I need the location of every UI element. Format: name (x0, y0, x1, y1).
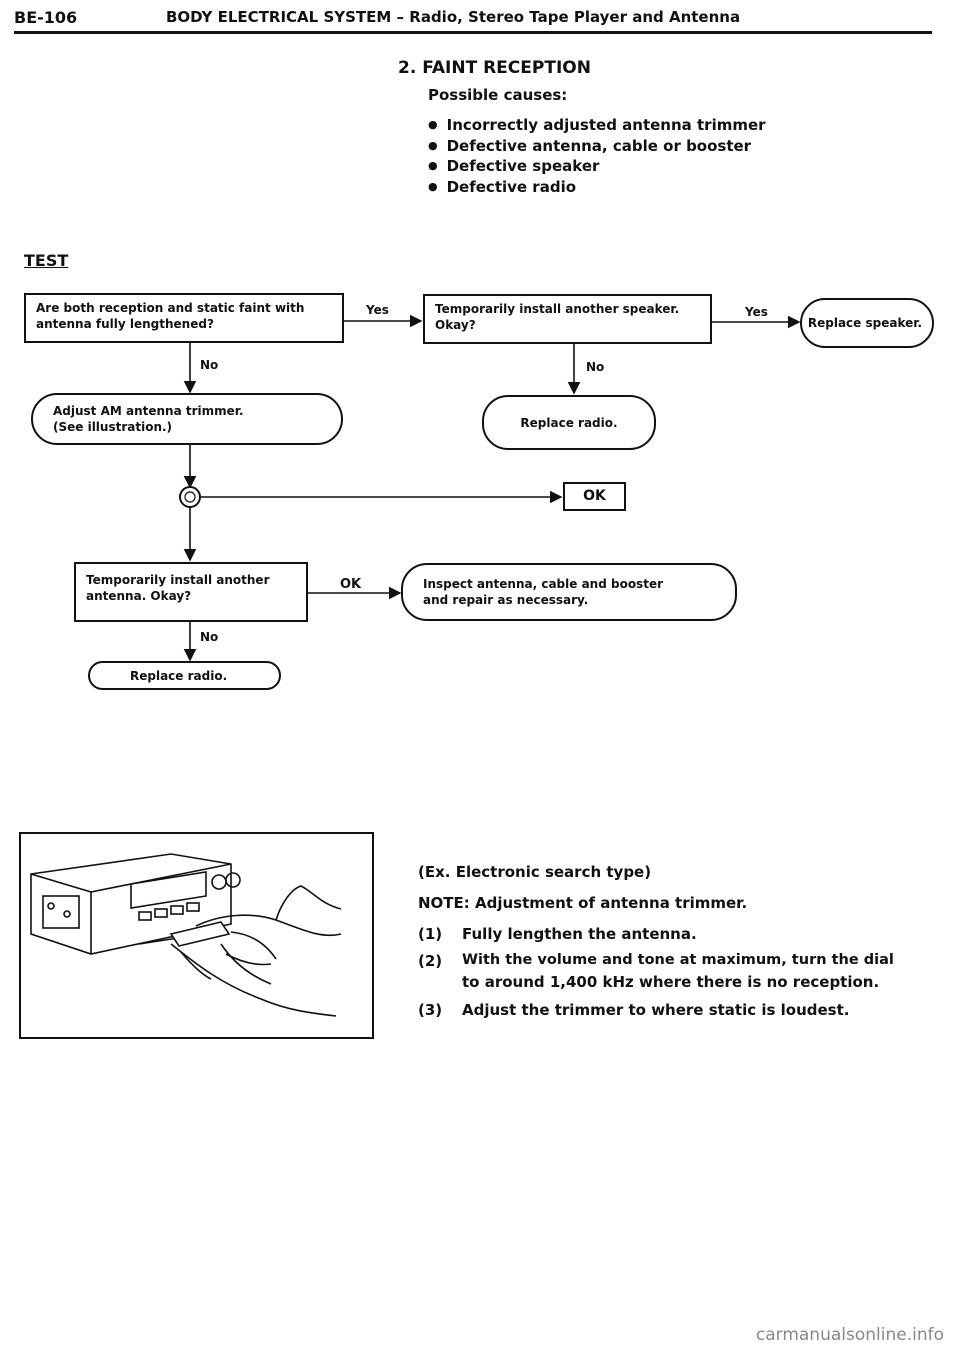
adjust-line-2: (See illustration.) (53, 420, 173, 434)
trimmer-adjustment-illustration (19, 832, 374, 1039)
inspect-line-2: and repair as necessary. (423, 593, 589, 607)
header-rule (14, 31, 932, 34)
page-header-title: BODY ELECTRICAL SYSTEM – Radio, Stereo T… (166, 8, 741, 26)
cause-item: Incorrectly adjusted antenna trimmer (428, 116, 766, 137)
cause-text: Defective radio (446, 177, 577, 196)
note-step-1-number: (1) (418, 925, 443, 943)
q3-line-1: Temporarily install another (86, 573, 270, 587)
ok-box: OK (563, 482, 626, 511)
label-yes-1: Yes (366, 303, 389, 317)
flowchart-connectors (179, 314, 801, 662)
note-step-3-number: (3) (418, 1001, 443, 1019)
label-no-2: No (586, 360, 605, 374)
q3-install-antenna-box: Temporarily install another antenna. Oka… (74, 562, 308, 622)
note-step-2-line-2: to around 1,400 kHz where there is no re… (462, 973, 880, 991)
label-no-3: No (200, 630, 219, 644)
cause-item: Defective radio (428, 178, 766, 199)
note-example-type: (Ex. Electronic search type) (418, 863, 652, 881)
cause-item: Defective antenna, cable or booster (428, 137, 766, 158)
replace-radio-node-1: Replace radio. (482, 395, 656, 450)
q1-line-2: antenna fully lengthened? (36, 317, 214, 331)
inspect-line-1: Inspect antenna, cable and booster (423, 577, 663, 591)
q2-line-1: Temporarily install another speaker. (435, 302, 680, 316)
q1-line-1: Are both reception and static faint with (36, 301, 305, 315)
note-step-1: Fully lengthen the antenna. (462, 925, 697, 943)
label-no-1: No (200, 358, 219, 372)
cause-text: Defective speaker (446, 157, 600, 175)
label-yes-2: Yes (745, 305, 768, 319)
q2-install-speaker-box: Temporarily install another speaker. Oka… (423, 294, 712, 344)
q3-line-2: antenna. Okay? (86, 589, 192, 603)
cause-text: Defective antenna, cable or booster (446, 136, 752, 155)
replace-radio-node-2: Replace radio. (88, 661, 281, 690)
cause-item: Defective speaker (428, 157, 766, 178)
replace-radio-text-2: Replace radio. (130, 668, 228, 683)
replace-speaker-text: Replace speaker. (807, 316, 922, 330)
q1-reception-static-box: Are both reception and static faint with… (24, 293, 344, 343)
page-code: BE-106 (14, 8, 78, 27)
ok-box-text: OK (583, 488, 606, 504)
watermark: carmanualsonline.info (755, 1325, 944, 1345)
note-step-2-number: (2) (418, 952, 443, 970)
replace-radio-text-1: Replace radio. (520, 415, 618, 430)
replace-speaker-node: Replace speaker. (800, 298, 934, 348)
possible-causes-label: Possible causes: (428, 86, 568, 104)
inspect-antenna-node: Inspect antenna, cable and booster and r… (401, 563, 737, 621)
junction-inner (184, 491, 196, 503)
q2-line-2: Okay? (435, 318, 476, 332)
causes-list: Incorrectly adjusted antenna trimmer Def… (428, 116, 766, 198)
label-ok: OK (340, 577, 362, 592)
note-step-3: Adjust the trimmer to where static is lo… (462, 1001, 850, 1019)
adjust-line-1: Adjust AM antenna trimmer. (53, 404, 244, 418)
cause-text: Incorrectly adjusted antenna trimmer (446, 116, 766, 134)
test-label: TEST (24, 251, 69, 270)
adjust-trimmer-node: Adjust AM antenna trimmer. (See illustra… (31, 393, 343, 445)
radio-screwdriver-drawing (30, 853, 342, 1017)
note-step-2-line-1: With the volume and tone at maximum, tur… (462, 952, 894, 968)
note-heading: NOTE: Adjustment of antenna trimmer. (418, 894, 748, 912)
section-title: 2. FAINT RECEPTION (398, 58, 591, 78)
